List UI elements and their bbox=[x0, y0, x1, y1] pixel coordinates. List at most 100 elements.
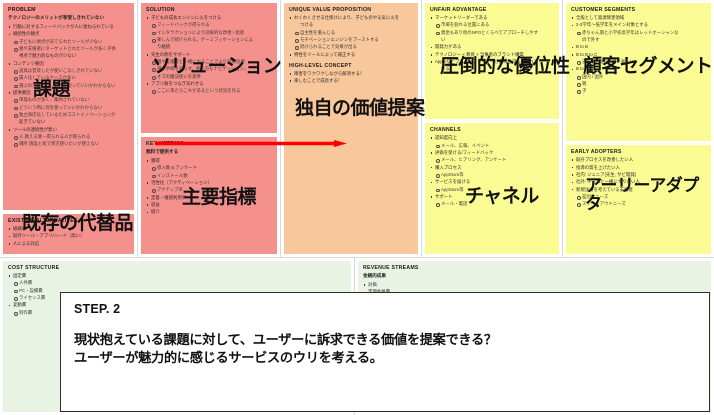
list-item: ツールの連続性が無い bbox=[8, 127, 129, 134]
list-item: 赤ちゃん期と小学校高学年はレッドオーシャンな bbox=[571, 30, 706, 37]
list-item: 起きていない bbox=[19, 119, 46, 125]
card-list-unfair-advantage: マーケットリーダーである市場を創れる位置にある資金もあり他のNPOとくらべてアプ… bbox=[430, 15, 554, 73]
list-item: 対価 bbox=[363, 282, 706, 289]
card-header-high-level-concept: HIGH-LEVEL CONCEPT bbox=[289, 62, 352, 69]
list-item: 選ぶ手間を減らす。使い方もナビゲーション。 bbox=[146, 66, 272, 73]
list-item: 楽しむことで成長する！ bbox=[289, 78, 413, 85]
list-item: 自主性を重んじる bbox=[289, 30, 413, 37]
list-item: い bbox=[441, 37, 446, 43]
list-item: 既存プロセスを改善したい人 bbox=[571, 157, 706, 164]
step-line-2: ユーザーが魅力的に感じるサービスのウリを考える。 bbox=[74, 350, 383, 366]
card-list-channels: 認知度向上メール、広報、イベント評価を受ける/フィードバックメール、ヒアリング、… bbox=[430, 135, 554, 208]
list-item: スケールアウトニーズ bbox=[571, 201, 706, 208]
list-item: コンテンツ要因 bbox=[8, 61, 129, 68]
list-item: 支援者 / 親と一緒に楽しい bbox=[571, 59, 706, 66]
label-customer-segments: 顧客セグメント bbox=[583, 55, 713, 77]
list-item: 既存ツール・アプリ/ハード（高い） bbox=[8, 233, 129, 240]
list-item: サービスを届ける bbox=[430, 179, 554, 186]
list-item: モチベーションエンジンをブーストする bbox=[289, 37, 413, 44]
list-item: 子 bbox=[571, 88, 706, 95]
list-item: B to B to C bbox=[571, 52, 706, 59]
card-existing-alternatives[interactable]: EXISTING ALTERNATIVES 紙媒体既存ツール・アプリ/ハード（高… bbox=[3, 213, 134, 254]
list-item: ので外す bbox=[582, 37, 600, 43]
list-item: 購入プロセス bbox=[430, 165, 554, 172]
card-unique-value-proposition[interactable]: UNIQUE VALUE PROPOSITION わくわくさせる仕掛けにより、子… bbox=[284, 3, 418, 254]
list-item: 行動に対するフィードバックが人に委ねられている bbox=[8, 24, 129, 31]
list-item: 社内: ジュニア(先生, サビ開発) bbox=[571, 172, 706, 179]
card-list-key-metrics: 獲得導入数 & アンケートインストール数活性化（アクティベーション）アクティブ率… bbox=[146, 158, 272, 216]
list-item: マーケットリーダーである bbox=[430, 15, 554, 22]
step-title: STEP. 2 bbox=[74, 302, 121, 316]
list-item: 制作費 bbox=[8, 310, 346, 317]
card-header-existing-alternatives: EXISTING ALTERNATIVES bbox=[8, 217, 78, 224]
list-item: アクティブ率 bbox=[146, 187, 272, 194]
card-early-adopters[interactable]: EARLY ADOPTERS 既存プロセスを改善したい人指導の質を上げたい人社内… bbox=[566, 145, 711, 254]
list-item: 人件費 bbox=[8, 280, 346, 287]
list-item: 固定費 bbox=[8, 273, 346, 280]
card-header-unfair-advantage: UNFAIR ADVANTAGE bbox=[430, 7, 487, 13]
list-item: 開発力がある bbox=[430, 44, 554, 51]
column-unfair-advantage: UNFAIR ADVANTAGE マーケットリーダーである市場を創れる位置にある… bbox=[422, 0, 563, 257]
card-header-customer-segments: CUSTOMER SEGMENTS bbox=[571, 7, 636, 13]
list-item: 属人化しているケースが多い bbox=[8, 75, 129, 82]
label-existing-alternatives: 既存の代替品 bbox=[22, 212, 134, 234]
card-list-early-adopters: 既存プロセスを改善したい人指導の質を上げたい人社内: ジュニア(先生, サビ開発… bbox=[571, 157, 706, 208]
list-item: り継続 bbox=[157, 44, 171, 50]
list-item: 定着・継続利用率 bbox=[146, 195, 272, 202]
list-item: 認知度向上 bbox=[430, 135, 554, 142]
list-item: 楽しんで続けられる。ゲーミフィケーションによ bbox=[146, 37, 272, 44]
list-item: オズの魔法使いを基準 bbox=[146, 74, 272, 81]
canvas-upper-row: PROBLEM テクノロジーのメリットが享受しきれていない 行動に対するフィード… bbox=[3, 0, 714, 257]
list-item: 続けられることで効果が出る bbox=[289, 44, 413, 51]
list-item: わくわくさせる仕掛けにより、子どものやる気に火を bbox=[289, 15, 413, 22]
list-item: メール、ヒアリング、アンケート bbox=[430, 157, 554, 164]
list-item: 獲得 bbox=[146, 158, 272, 165]
card-unfair-advantage[interactable]: UNFAIR ADVANTAGE マーケットリーダーである市場を創れる位置にある… bbox=[425, 3, 559, 120]
card-list-solution: 子どもの成長エンジンに火をつけるフィードバックが得られるインタラクションにより効… bbox=[146, 15, 272, 95]
list-item: 市場を創れる位置にある bbox=[430, 22, 554, 29]
card-channels[interactable]: CHANNELS 認知度向上メール、広報、イベント評価を受ける/フィードバックメ… bbox=[425, 123, 559, 254]
card-problem[interactable]: PROBLEM テクノロジーのメリットが享受しきれていない 行動に対するフィード… bbox=[3, 3, 134, 210]
list-item: 単発ものが多く、集約されていない bbox=[8, 97, 129, 104]
list-item: いる bbox=[441, 66, 450, 72]
flow-arrow-icon bbox=[155, 140, 347, 147]
list-item: 継続性の観点 bbox=[8, 31, 129, 38]
list-item: 選ぶのが難しい、どれを使っていいかわからない bbox=[8, 83, 129, 90]
list-item: 親 bbox=[571, 81, 706, 88]
list-item: 紹介 bbox=[146, 209, 272, 216]
label-unique-value-proposition: 独自の価値提案 bbox=[295, 97, 425, 119]
card-header-problem: PROBLEM bbox=[8, 7, 36, 13]
card-header-solution: SOLUTION bbox=[146, 7, 175, 13]
list-item: ライセンス費 bbox=[8, 295, 346, 302]
list-item: 活性化（アクティベーション） bbox=[146, 180, 272, 187]
label-unfair-advantage: 圧倒的な優位性 bbox=[440, 55, 570, 77]
list-item: AppStore等 bbox=[430, 172, 554, 179]
list-item: 評価を受ける/フィードバック bbox=[430, 150, 554, 157]
card-lead-key-metrics: 無料で提供する bbox=[146, 149, 179, 155]
list-item: AppStore等 bbox=[430, 187, 554, 194]
list-item: 全般として発達障害領域 bbox=[571, 15, 706, 22]
card-header-unique-value-proposition: UNIQUE VALUE PROPOSITION bbox=[289, 7, 372, 13]
card-solution[interactable]: SOLUTION 子どもの成長エンジンに火をつけるフィードバックが得られるインタ… bbox=[141, 3, 277, 134]
list-item: 紙媒体 bbox=[8, 226, 129, 233]
card-header-channels: CHANNELS bbox=[430, 127, 461, 134]
list-item: 国内 / 国外 bbox=[571, 74, 706, 81]
list-item: 人 教える側・得られる人が限られる bbox=[8, 134, 129, 141]
card-lead-problem: テクノロジーのメリットが享受しきれていない bbox=[8, 15, 105, 20]
list-item: B to C bbox=[571, 66, 706, 73]
list-item: メール、広報、イベント bbox=[430, 143, 554, 150]
list-item: フィードバックが得られる bbox=[146, 22, 272, 29]
list-item: 独立商店化しているためコストイノベーションが bbox=[8, 112, 129, 119]
column-unique-value-proposition: UNIQUE VALUE PROPOSITION わくわくさせる仕掛けにより、子… bbox=[281, 0, 422, 257]
list-item: 親や支援者にターゲットされたツールが多く子供 bbox=[8, 46, 129, 53]
list-item: B to B bbox=[571, 44, 706, 51]
list-item: Appleなどプラットフォーマーが興味を持ってくれて bbox=[430, 59, 554, 66]
list-item: 指導の質を上げたい人 bbox=[571, 165, 706, 172]
card-header-early-adopters: EARLY ADOPTERS bbox=[571, 149, 622, 156]
list-item: 差別化ニーズ bbox=[571, 194, 706, 201]
list-item: アプリ群をつなぎあわせる bbox=[146, 81, 272, 88]
step-instruction-box: STEP. 2 現状抱えている課題に対して、ユーザーに訴求できる価値を提案できる… bbox=[60, 292, 710, 412]
